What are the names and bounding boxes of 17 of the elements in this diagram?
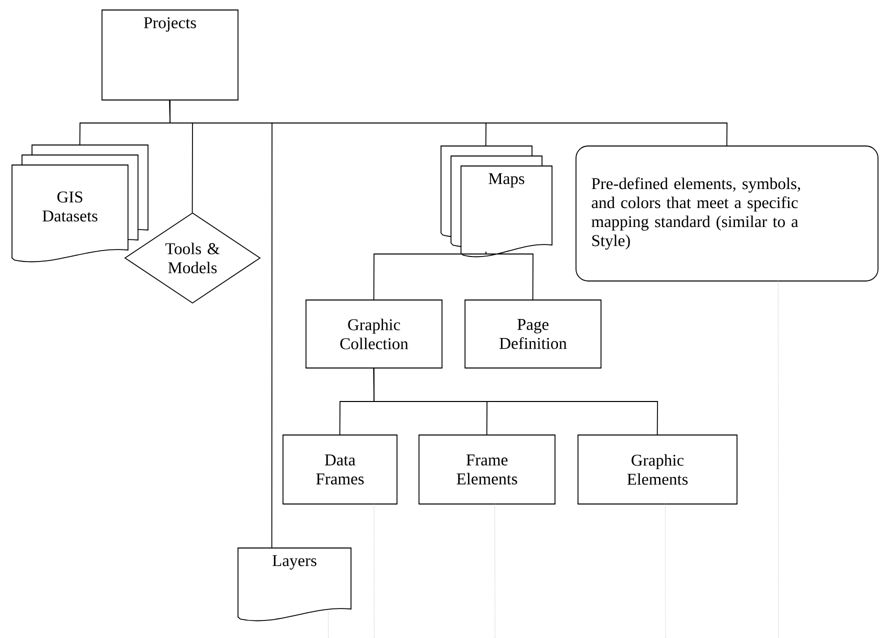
leader-line — [494, 504, 496, 638]
document-stack: GIS Datasets — [12, 144, 148, 262]
process-box: Graphic Collection — [306, 300, 442, 368]
process-box: Page Definition — [464, 300, 602, 368]
note-box: Pre-defined elements, symbols, and colors that meet a specific mapping standard (similar to a Style) — [576, 146, 878, 282]
process-box: Projects — [102, 10, 238, 100]
process-box: Data Frames — [282, 434, 398, 504]
connector-line — [169, 99, 728, 146]
connector-line — [373, 367, 658, 436]
connector-line — [485, 251, 534, 300]
process-box: Graphic Elements — [578, 434, 738, 504]
leader-line — [778, 280, 779, 638]
document-stack: Maps — [440, 146, 552, 258]
connector-line — [373, 251, 486, 300]
leader-line — [328, 612, 329, 638]
leader-line — [665, 504, 666, 638]
process-box: Frame Elements — [418, 434, 556, 504]
